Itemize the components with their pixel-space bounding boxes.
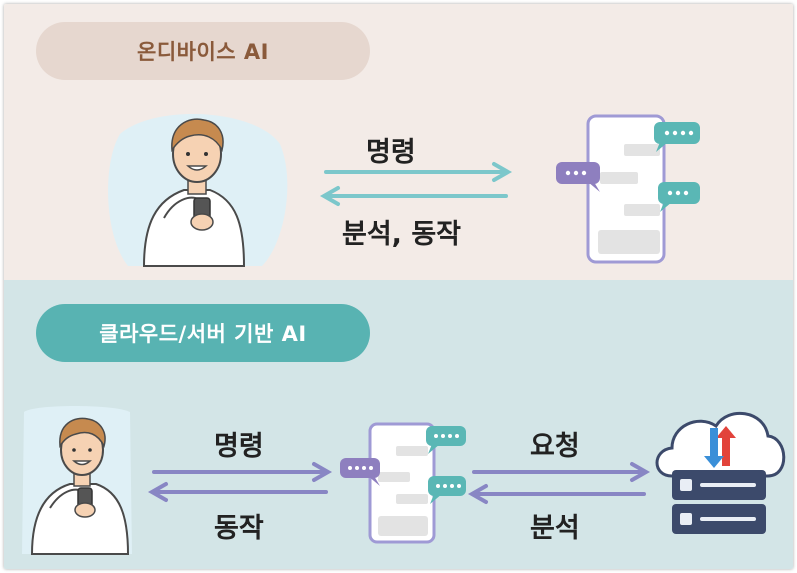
on-device-panel: 온디바이스 AI bbox=[4, 4, 793, 280]
request-arrow bbox=[472, 462, 651, 482]
cloud-command-label: 명령 bbox=[214, 431, 264, 462]
cloud-illustration bbox=[22, 406, 786, 555]
phone-chat-icon bbox=[556, 114, 700, 264]
cloud-panel: 클라우드/서버 기반 AI bbox=[4, 280, 793, 569]
command-arrow bbox=[152, 462, 333, 482]
on-device-title: 온디바이스 AI bbox=[36, 22, 370, 80]
person-icon bbox=[142, 118, 246, 267]
command-arrow bbox=[324, 162, 513, 182]
action-arrow bbox=[147, 482, 328, 502]
response-arrow bbox=[319, 186, 508, 206]
cloud-server-icon bbox=[655, 411, 786, 534]
cloud-request-label: 요청 bbox=[530, 431, 580, 462]
on-device-response-label: 분석, 동작 bbox=[342, 219, 462, 250]
on-device-command-label: 명령 bbox=[366, 137, 416, 168]
diagram-frame: 온디바이스 AI bbox=[4, 4, 793, 569]
person-icon bbox=[22, 406, 132, 555]
cloud-title: 클라우드/서버 기반 AI bbox=[36, 304, 370, 362]
phone-chat-icon bbox=[340, 422, 466, 544]
cloud-analysis-label: 분석 bbox=[530, 513, 580, 544]
on-device-illustration bbox=[108, 113, 700, 267]
analysis-arrow bbox=[467, 484, 646, 504]
cloud-action-label: 동작 bbox=[214, 513, 264, 544]
